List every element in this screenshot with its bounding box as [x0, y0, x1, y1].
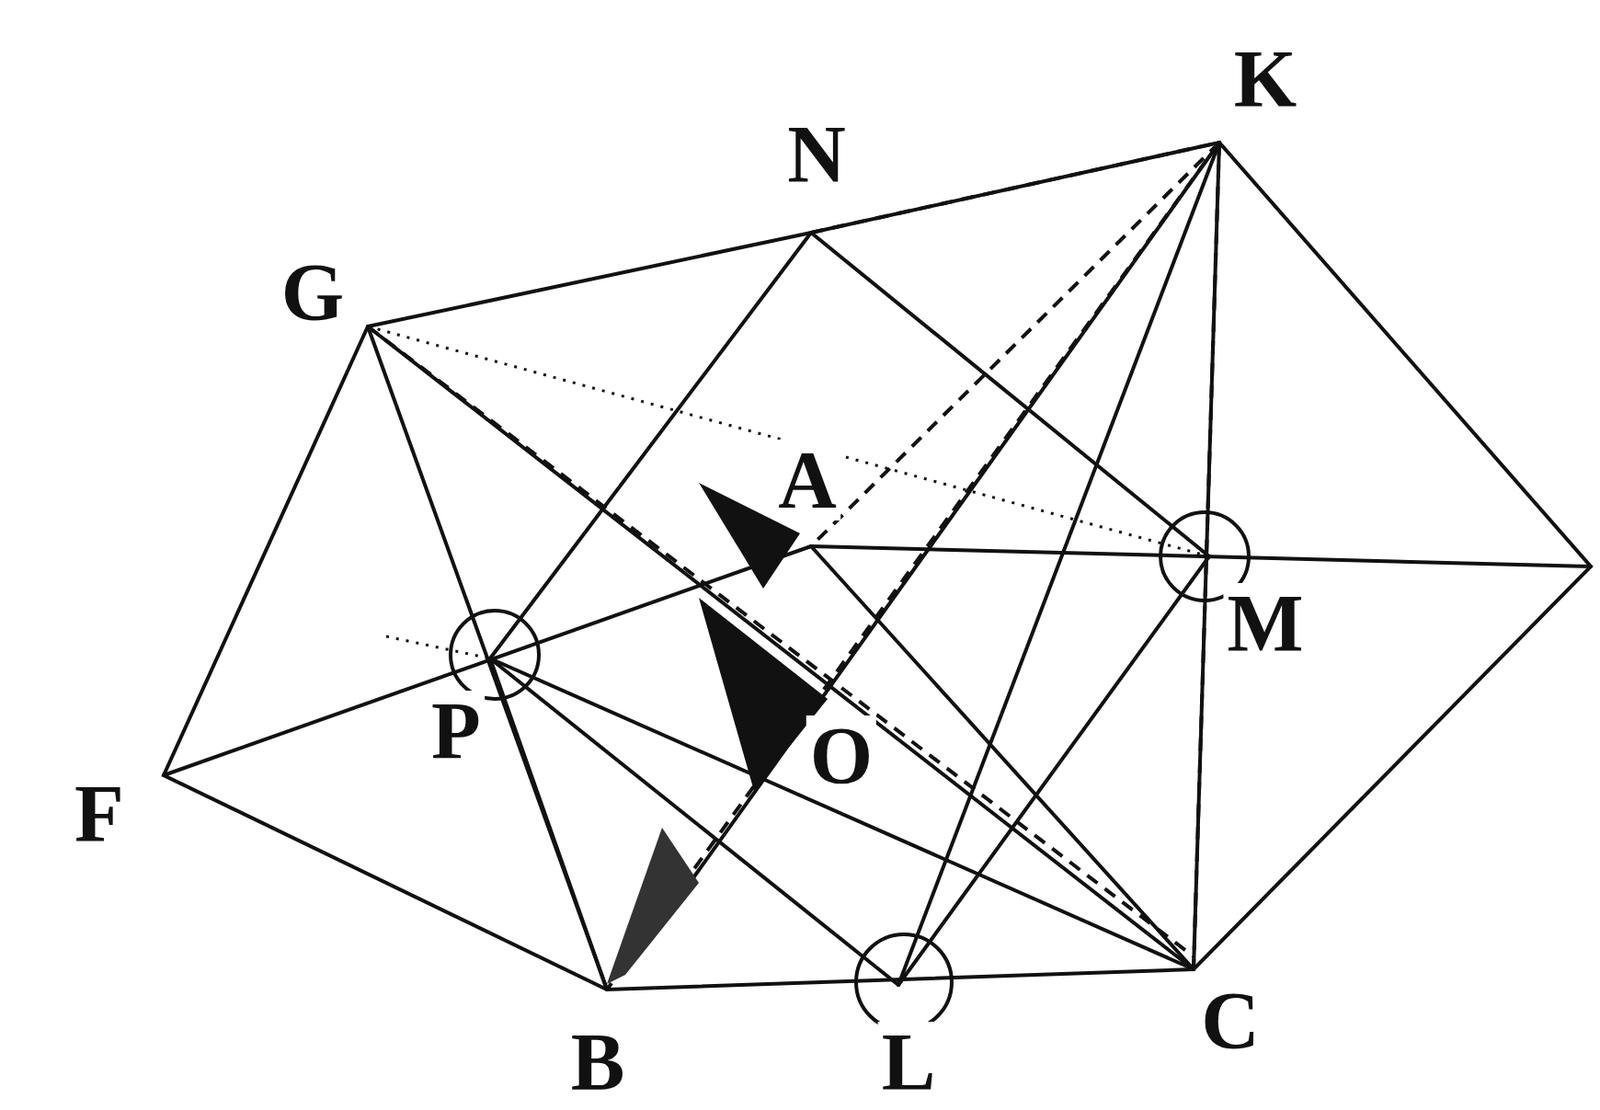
point-label: B: [567, 1021, 629, 1103]
point-label: K: [1230, 38, 1301, 120]
point-label: A: [774, 439, 841, 521]
point-label: L: [878, 1021, 940, 1103]
point-label: P: [427, 690, 485, 772]
point-label: C: [1197, 980, 1264, 1062]
point-label: F: [70, 773, 128, 855]
point-label: O: [806, 715, 877, 797]
point-label: M: [1222, 582, 1307, 664]
point-label: N: [783, 114, 850, 195]
point-label: G: [277, 251, 348, 333]
